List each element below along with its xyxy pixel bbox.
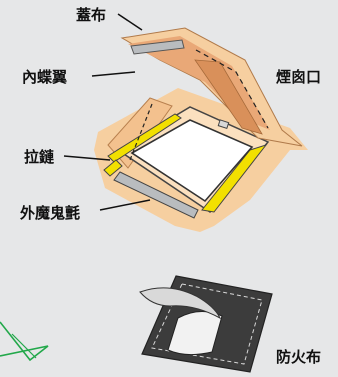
flap-stitch — [129, 103, 153, 161]
fire-cloth-opening — [167, 311, 223, 356]
leader-canopy — [117, 13, 143, 31]
canopy-velcro-strip — [130, 39, 185, 55]
label-fire-cloth: 防火布 — [276, 348, 322, 366]
fire-cloth-peel — [139, 287, 222, 320]
valance-strip — [113, 171, 199, 219]
canopy-flap-strip — [194, 59, 263, 135]
leader-inner-flap — [91, 71, 136, 77]
chimney-opening — [130, 119, 254, 203]
frame-tab — [217, 119, 230, 130]
zipper-left — [107, 113, 182, 163]
fire-cloth-stitch — [151, 283, 263, 365]
zipper-bottom-left — [103, 159, 123, 177]
label-inner-flap: 內蝶翼 — [22, 68, 68, 86]
green-accent-lines — [0, 321, 49, 362]
zipper-right — [201, 144, 268, 213]
label-canopy: 蓋布 — [76, 6, 107, 24]
green-accent-lines-2 — [11, 333, 37, 359]
leader-zipper — [63, 155, 111, 161]
label-chimney: 煙囪口 — [276, 68, 322, 86]
leader-outer-valance — [99, 199, 151, 211]
canopy-stitch — [195, 49, 269, 129]
label-outer-valance: 外魔鬼氈 — [20, 204, 81, 222]
label-zipper: 拉鏈 — [24, 148, 55, 166]
